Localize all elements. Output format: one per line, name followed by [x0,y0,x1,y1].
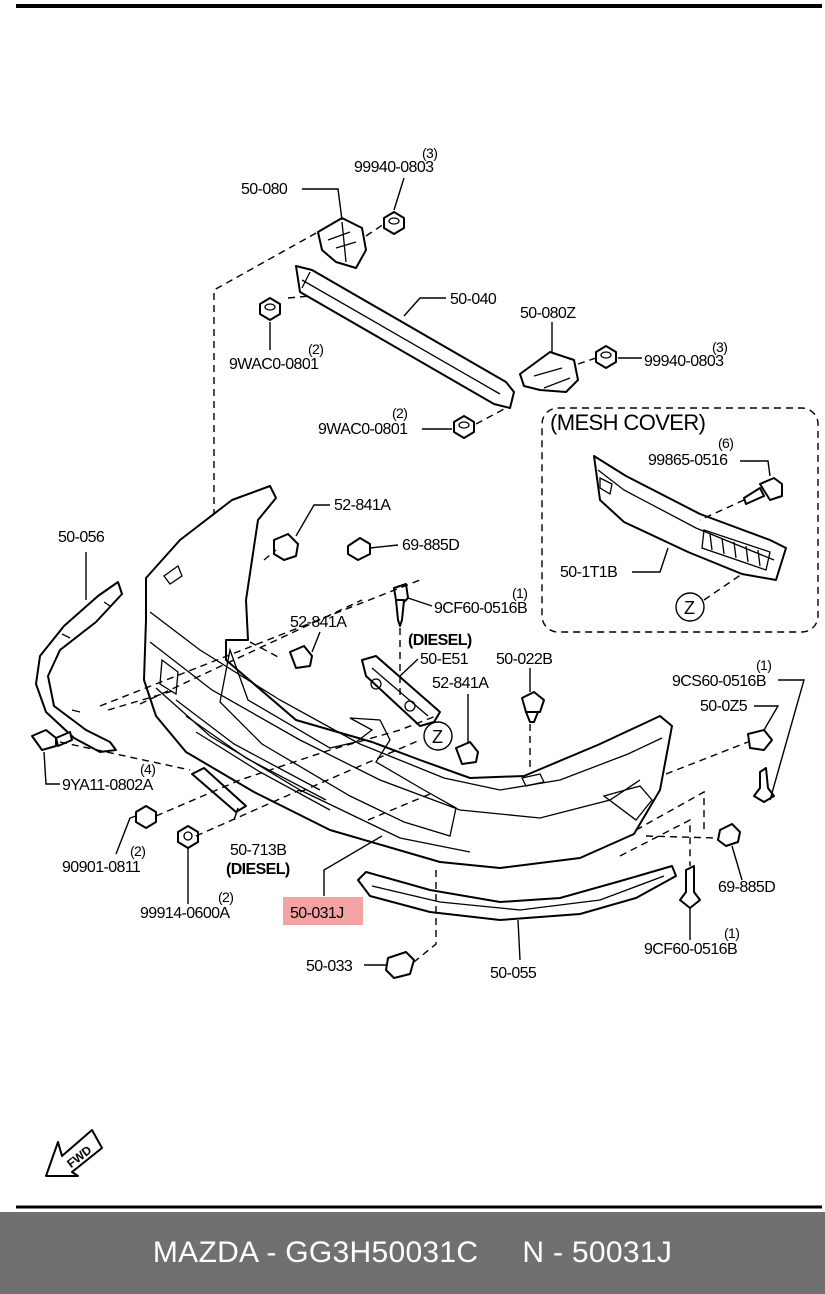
bracket-50-080z [519,351,579,393]
label-diesel-upper: (DIESEL) [408,632,472,649]
nut-99940-top [383,211,405,235]
nut-99914 [177,825,199,849]
clip-50-033 [385,951,415,979]
footer-short-part-number: N - 50031J [522,1236,673,1269]
qty-99914: (2) [218,889,233,905]
label-52-841a-mid: 52-841A [290,614,347,631]
clip-50-0z5 [747,729,773,751]
label-9ya11-0802a: 9YA11-0802A [62,777,154,794]
qty-9ya11: (4) [140,761,155,777]
clip-52-841a-lower [455,741,479,765]
strip-50-055 [357,865,677,921]
label-9cs60-0516b: 9CS60-0516B [672,673,766,690]
label-69-885d-right: 69-885D [718,879,775,896]
label-50-080z: 50-080Z [520,305,576,322]
qty-9cf60-lower: (1) [724,925,739,941]
label-50-080: 50-080 [241,181,288,198]
label-9cf60-0516b-lower: 9CF60-0516B [644,941,737,958]
label-50-022b: 50-022B [496,651,552,668]
label-50-040: 50-040 [450,291,497,308]
footer-bar: MAZDA - GG3H50031C N - 50031J [0,1212,825,1294]
zone-z-main-circle [423,721,453,751]
label-50-033: 50-033 [306,958,353,975]
screw-9cf60-upper [393,583,409,627]
qty-9wac0-upper: (2) [308,341,323,357]
qty-99940-right: (3) [712,339,727,355]
zone-z-mesh-circle [675,592,705,622]
parts-diagram: (3) 99940-0803 50-080 50-040 50-080Z (3)… [16,4,822,1209]
bracket-50-713b [191,767,247,813]
label-9cf60-0516b-upper: 9CF60-0516B [434,600,527,617]
mesh-cover-50-1t1b [593,455,787,581]
label-50-0z5: 50-0Z5 [700,698,748,715]
screw-9ya11 [31,729,73,751]
bracket-50-080 [317,217,367,269]
clip-52-841a-mid [289,645,313,669]
screw-99865 [743,477,783,505]
label-50-713b: 50-713B [230,842,286,859]
footer-brand-part-number: MAZDA - GG3H50031C [152,1236,479,1269]
qty-99940-top: (3) [422,145,437,161]
nut-99940-right [595,345,617,369]
nut-9wac0-lower [453,415,475,439]
label-99865-0516: 99865-0516 [648,452,728,469]
fwd-arrow-icon: FWD [45,1129,103,1177]
qty-90901: (2) [130,843,145,859]
label-50-1t1b: 50-1T1B [560,564,617,581]
mesh-cover-title: (MESH COVER) [550,410,705,435]
qty-9cf60-upper: (1) [512,585,527,601]
qty-99865: (6) [718,435,733,451]
label-50-055: 50-055 [490,965,537,982]
zone-z-main-letter: Z [432,727,443,747]
label-90901-0811: 90901-0811 [62,859,141,876]
label-69-885d-top: 69-885D [402,537,459,554]
label-50-e51: 50-E51 [420,651,469,668]
label-50-056: 50-056 [58,529,105,546]
label-50-031j: 50-031J [290,905,344,922]
screw-9cs60 [753,767,775,803]
label-9wac0-0801-upper: 9WAC0-0801 [229,356,319,373]
clip-50-022b [521,691,545,723]
label-99914-0600a: 99914-0600A [140,905,230,922]
fastener-69-885d-top [347,537,371,561]
label-9wac0-0801-lower: 9WAC0-0801 [318,421,408,438]
fastener-69-885d-right [717,823,741,847]
nut-90901 [135,805,157,829]
label-99940-0803-top: 99940-0803 [354,159,434,176]
garnish-50-056 [35,581,123,753]
qty-9cs60: (1) [756,657,771,673]
label-diesel-lower: (DIESEL) [226,861,290,878]
reinforcement-50-040 [295,265,515,409]
screw-9cf60-lower [679,865,701,909]
zone-z-mesh-letter: Z [684,598,695,618]
label-52-841a-top: 52-841A [334,497,391,514]
highlight-50-031j [283,897,363,925]
label-52-841a-lower: 52-841A [432,675,489,692]
qty-9wac0-lower: (2) [392,405,407,421]
nut-9wac0-upper [259,297,281,321]
clip-52-841a-top [273,533,299,561]
label-99940-0803-right: 99940-0803 [644,353,724,370]
mesh-cover-inset-box [541,407,819,633]
